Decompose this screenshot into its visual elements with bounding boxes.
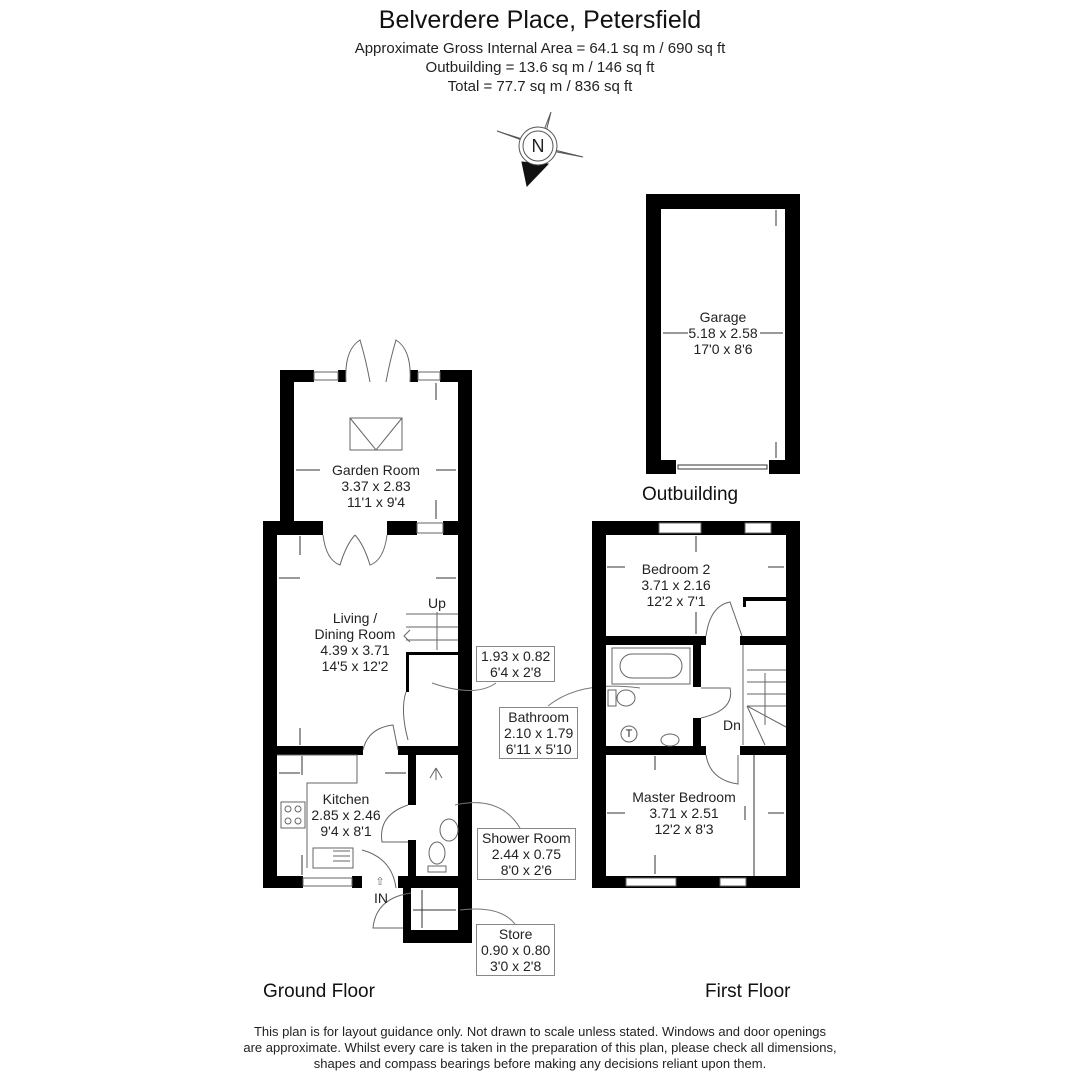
room-name: Master Bedroom [632,789,736,805]
garage-fixtures [663,210,783,470]
first-floor-label: First Floor [705,981,791,1002]
outbuilding-label: Outbuilding [642,484,739,505]
disclaimer-line-1: This plan is for layout guidance only. N… [253,1024,827,1039]
ground-floor-fixtures [277,339,459,929]
room-imperial: 3'0 x 2'8 [490,958,542,974]
compass-north-icon [496,111,584,188]
room-imperial: 12'2 x 8'3 [654,821,714,837]
ground-floor-walls [263,370,472,943]
room-name: Garage [699,309,747,325]
disclaimer-line-2: are approximate. Whilst every care is ta… [243,1040,837,1055]
room-imperial: 12'2 x 7'1 [646,593,706,609]
room-name: Bedroom 2 [641,561,711,577]
room-name: Bathroom [508,709,569,725]
ground-floor-label: Ground Floor [263,981,375,1002]
garage-walls [646,194,800,474]
first-dimension-arrows [607,536,784,874]
room-metric: 2.44 x 0.75 [491,846,561,862]
room-imperial: 17'0 x 8'6 [693,341,753,357]
outbuilding-area: Outbuilding = 13.6 sq m / 146 sq ft [425,59,655,76]
room-bedroom-2: Bedroom 2 3.71 x 2.16 12'2 x 7'1 [626,561,726,609]
compass-n-label: N [531,136,545,156]
room-imperial: 6'11 x 5'10 [505,741,572,757]
plan-title: Belverdere Place, Petersfield [378,6,702,34]
gross-internal-area: Approximate Gross Internal Area = 64.1 s… [354,40,726,57]
room-metric: 2.10 x 1.79 [504,725,574,741]
room-metric: 3.37 x 2.83 [341,478,411,494]
room-living-dining: Living / Dining Room 4.39 x 3.71 14'5 x … [300,610,410,674]
room-metric: 4.39 x 3.71 [320,642,390,658]
total-area: Total = 77.7 sq m / 836 sq ft [447,78,633,95]
room-name: Kitchen [322,791,370,807]
room-kitchen: Kitchen 2.85 x 2.46 9'4 x 8'1 [306,791,386,839]
room-store: Store 0.90 x 0.80 3'0 x 2'8 [476,924,556,976]
room-metric: 1.93 x 0.82 [481,648,551,664]
ground-dimension-arrows [279,383,456,928]
room-garage: Garage 5.18 x 2.58 17'0 x 8'6 [682,309,764,357]
stairs-down-label: Dn [723,717,741,733]
room-imperial: 11'1 x 9'4 [346,494,406,510]
first-floor-fixtures [607,522,787,887]
entrance-label: IN [374,890,388,906]
room-imperial: 6'4 x 2'8 [490,664,542,680]
label-leader-lines [431,682,641,925]
room-imperial: 9'4 x 8'1 [320,823,372,839]
room-shower-room: Shower Room 2.44 x 0.75 8'0 x 2'6 [477,828,576,880]
entrance-arrow-icon: ⇧ [375,876,385,888]
room-name: Shower Room [482,830,571,846]
room-name-line1: Living / [332,610,378,626]
room-metric: 5.18 x 2.58 [688,325,758,341]
room-metric: 2.85 x 2.46 [311,807,381,823]
room-metric: 0.90 x 0.80 [481,942,551,958]
room-name: Garden Room [332,462,420,478]
room-metric: 3.71 x 2.16 [641,577,711,593]
room-bathroom: Bathroom 2.10 x 1.79 6'11 x 5'10 [499,707,579,759]
hot-water-cylinder-label: T [625,728,633,740]
room-name-line2: Dining Room [314,626,396,642]
cupboard-dimensions: 1.93 x 0.82 6'4 x 2'8 [476,646,556,682]
room-name: Store [498,926,533,942]
stairs-up-label: Up [428,595,446,611]
room-imperial: 14'5 x 12'2 [321,658,389,674]
room-imperial: 8'0 x 2'6 [500,862,552,878]
disclaimer-line-3: shapes and compass bearings before makin… [313,1056,767,1071]
room-garden-room: Garden Room 3.37 x 2.83 11'1 x 9'4 [316,462,436,510]
room-master-bedroom: Master Bedroom 3.71 x 2.51 12'2 x 8'3 [616,789,752,837]
disclaimer: This plan is for layout guidance only. N… [0,1024,1080,1072]
room-metric: 3.71 x 2.51 [649,805,719,821]
